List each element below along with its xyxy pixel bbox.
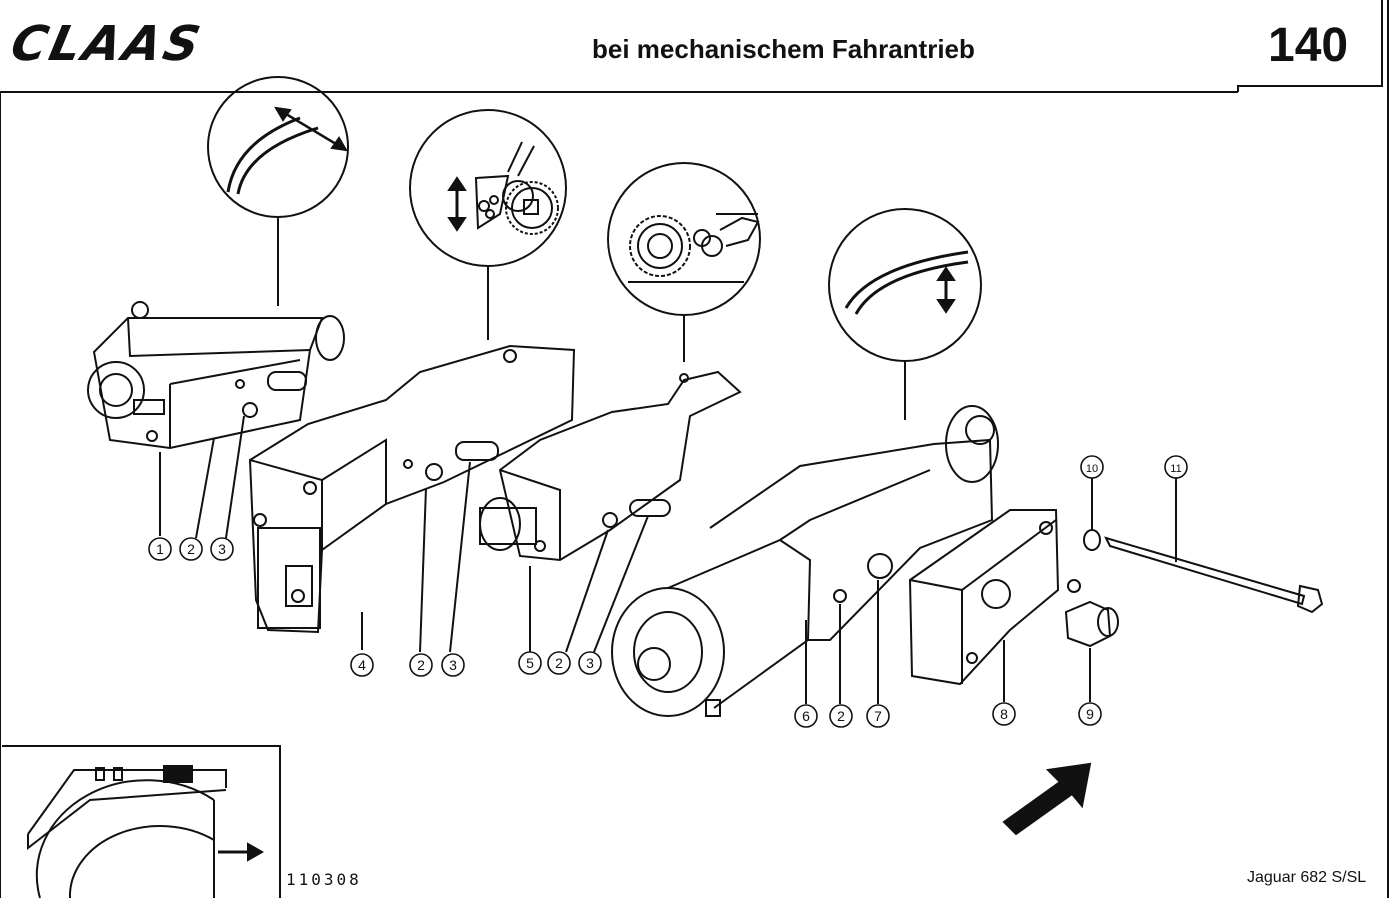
callout-2a: 2 [179, 537, 203, 561]
valve-assembly-2 [248, 344, 576, 653]
valve-assembly-3 [479, 370, 742, 653]
callout-7: 7 [866, 704, 890, 728]
page-number: 140 [1268, 19, 1349, 72]
callout-3c: 3 [578, 651, 602, 675]
callout-label: 3 [218, 541, 226, 557]
callout-label: 6 [802, 708, 810, 724]
callout-circle [1164, 455, 1188, 479]
arc-double-arrow-icon [207, 76, 349, 306]
callout-circle [409, 653, 433, 677]
valve-assembly-1 [87, 301, 345, 539]
callout-layer: 1 2 3 4 2 3 5 2 3 6 2 7 8 9 10 11 [148, 455, 1188, 728]
callout-label: 2 [187, 541, 195, 557]
callout-circle [866, 704, 890, 728]
callout-4: 4 [350, 653, 374, 677]
tie-bolt [1104, 478, 1324, 614]
callout-2b: 2 [409, 653, 433, 677]
callout-circle [179, 537, 203, 561]
hydraulic-fitting [1064, 600, 1119, 702]
machine-model: Jaguar 682 S/SL [1247, 869, 1367, 886]
callout-label: 2 [837, 708, 845, 724]
callout-label: 3 [449, 657, 457, 673]
machine-location-icon [27, 765, 265, 899]
callout-2d: 2 [829, 704, 853, 728]
chopper-drum-icon [607, 162, 761, 362]
callout-9: 9 [1078, 702, 1102, 726]
callout-6: 6 [794, 704, 818, 728]
crop-roller-updown-icon [409, 109, 567, 340]
callout-circle [794, 704, 818, 728]
callout-circle [829, 704, 853, 728]
callout-5: 5 [518, 651, 542, 675]
callout-3a: 3 [210, 537, 234, 561]
callout-label: 8 [1000, 706, 1008, 722]
document-number: 110308 [286, 870, 362, 889]
sealing-washer [1083, 478, 1101, 551]
direction-arrow-icon [1002, 762, 1092, 836]
solenoid-valve-assembly [611, 405, 999, 717]
inset-frame [2, 745, 281, 898]
callout-circle [441, 653, 465, 677]
callout-label: 7 [874, 708, 882, 724]
callout-circle [992, 702, 1016, 726]
callout-circle [547, 651, 571, 675]
callout-circle [350, 653, 374, 677]
callout-circle [210, 537, 234, 561]
callout-label: 11 [1170, 463, 1181, 475]
end-plate [908, 509, 1081, 702]
callout-label: 3 [586, 655, 594, 671]
callout-circle [148, 537, 172, 561]
callout-label: 10 [1086, 463, 1098, 475]
callout-3b: 3 [441, 653, 465, 677]
callout-circle [578, 651, 602, 675]
page-title: bei mechanischem Fahrantrieb [592, 34, 975, 64]
callout-circle [518, 651, 542, 675]
callout-label: 4 [358, 657, 366, 673]
page-number-frame [1237, 0, 1383, 92]
callout-label: 2 [555, 655, 563, 671]
callout-1: 1 [148, 537, 172, 561]
callout-8: 8 [992, 702, 1016, 726]
callout-label: 2 [417, 657, 425, 673]
callout-label: 5 [526, 655, 534, 671]
arc-vertical-arrow-icon [828, 208, 982, 420]
callout-circle [1078, 702, 1102, 726]
callout-label: 9 [1086, 706, 1094, 722]
callout-circle [1080, 455, 1104, 479]
callout-label: 1 [156, 541, 164, 557]
callout-11: 11 [1164, 455, 1188, 479]
callout-10: 10 [1080, 455, 1104, 479]
callout-2c: 2 [547, 651, 571, 675]
